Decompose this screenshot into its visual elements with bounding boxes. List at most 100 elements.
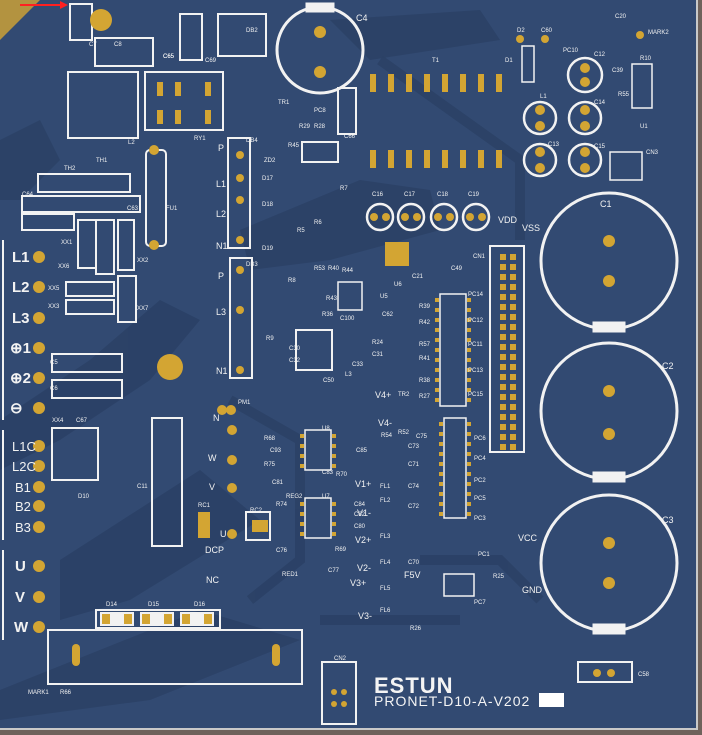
ref-pc7: PC7	[474, 600, 486, 606]
terminal-label-l2: L2	[12, 279, 30, 296]
ref-fl6: FL6	[380, 608, 391, 614]
cn1-pin	[500, 384, 506, 390]
smd-pad	[439, 452, 443, 456]
cn1-pin	[500, 284, 506, 290]
ref-r5: R5	[297, 228, 305, 234]
smd-pad	[435, 388, 439, 392]
ref-r26: R26	[410, 626, 422, 632]
terminal-label-v: V	[15, 589, 26, 606]
ref-c69: C69	[205, 58, 217, 64]
ref-c83: C83	[322, 470, 334, 476]
terminal-label-u: U	[15, 558, 26, 575]
ref-t1: T1	[432, 58, 440, 64]
smd-pad	[332, 522, 336, 526]
board-model: PRONET-D10-A-V202	[374, 693, 531, 709]
pin-label-n: N	[213, 413, 220, 423]
capacitor-c4	[275, 2, 365, 95]
ref-r27: R27	[419, 394, 431, 400]
cn1-pin	[510, 264, 516, 270]
ref-c7: C7	[89, 42, 97, 48]
ref-xx6: XX6	[58, 264, 70, 270]
ref-c66: C66	[344, 134, 356, 140]
terminal-label-p2: ⊕2	[10, 370, 31, 387]
ref-c21: C21	[412, 274, 424, 280]
capacitor-c1	[539, 191, 679, 333]
smd-pad	[300, 434, 304, 438]
ref-c67: C67	[76, 418, 88, 424]
ref-c11: C11	[137, 484, 148, 490]
smd-pad	[467, 502, 471, 506]
ref-ry1: RY1	[194, 136, 206, 142]
cn1-pin	[500, 314, 506, 320]
ref-c81: C81	[272, 480, 284, 486]
ref-fl2: FL2	[380, 498, 391, 504]
cn1-pin	[510, 384, 516, 390]
terminal-label-p1: ⊕1	[10, 340, 31, 357]
cn1-pin	[500, 364, 506, 370]
ref-cn3: CN3	[646, 150, 659, 156]
smd-pad	[439, 482, 443, 486]
smd-pad	[439, 492, 443, 496]
ref-c5: C5	[50, 360, 58, 366]
ref-c32: C32	[289, 358, 301, 364]
smd-pad	[332, 532, 336, 536]
ref-c74: C74	[408, 484, 420, 490]
ref-c39: C39	[612, 68, 624, 74]
cn1-pin	[500, 344, 506, 350]
cn1-pin	[500, 324, 506, 330]
ref-r10: R10	[640, 56, 652, 62]
smd-pad	[435, 308, 439, 312]
ref-c6: C6	[50, 386, 58, 392]
ac-label-p-bottom: P	[218, 271, 225, 281]
smd-pad	[439, 422, 443, 426]
connector-cn1	[489, 245, 525, 453]
serial-box	[539, 693, 564, 707]
ref-u8: U8	[322, 426, 330, 432]
ref-u6: U6	[394, 282, 402, 288]
cn1-pin	[500, 354, 506, 360]
ref-rc2: RC2	[250, 508, 263, 514]
ref-db4: DB4	[246, 138, 258, 144]
ac-label-l3: L3	[216, 307, 227, 317]
smd-pad	[467, 422, 471, 426]
ac-label-n1-bottom: N1	[216, 366, 228, 376]
ref-c15: C15	[594, 144, 606, 150]
terminal-label-l2c: L2C	[12, 459, 36, 474]
origin-marker-icon	[0, 0, 68, 40]
smd-pad	[467, 328, 471, 332]
cn1-pin	[510, 334, 516, 340]
ref-fl5: FL5	[380, 586, 391, 592]
ref-pc12: PC12	[468, 318, 484, 324]
ref-r52: R52	[398, 430, 410, 436]
smd-pad	[332, 454, 336, 458]
cn1-pin	[500, 294, 506, 300]
smd-pad	[467, 512, 471, 516]
ref-th1: TH1	[96, 158, 108, 164]
ref-r43: R43	[326, 296, 338, 302]
ref-xx5: XX5	[48, 286, 60, 292]
ref-c100: C100	[340, 316, 355, 322]
capacitor-c2	[539, 341, 679, 483]
smd-pad	[439, 442, 443, 446]
ref-l3: L3	[345, 372, 352, 378]
ref-d15: D15	[148, 602, 160, 608]
ref-th2: TH2	[64, 166, 76, 172]
tp-vdd: VDD	[498, 215, 518, 225]
smd-pad	[467, 462, 471, 466]
ref-r44: R44	[342, 268, 354, 274]
ref-c30: C30	[289, 346, 301, 352]
smd-pad	[467, 348, 471, 352]
tp-v1m: V1-	[357, 508, 372, 518]
pin-label-w: W	[208, 453, 217, 463]
ref-c3: C3	[662, 515, 674, 525]
ref-r28: R28	[314, 124, 326, 130]
smd-pad	[435, 348, 439, 352]
ref-pc3: PC3	[474, 516, 486, 522]
smd-pad	[467, 452, 471, 456]
ref-r36: R36	[322, 312, 334, 318]
ref-r74: R74	[276, 502, 288, 508]
ref-c12: C12	[594, 52, 606, 58]
ref-c80: C80	[354, 524, 366, 530]
